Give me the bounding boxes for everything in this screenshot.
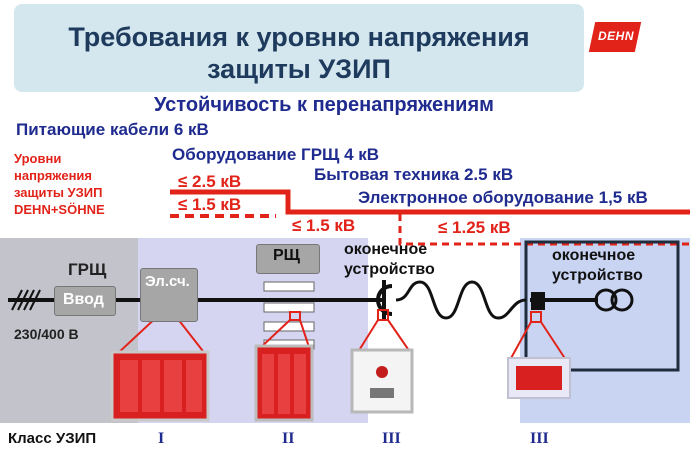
socket-symbol xyxy=(376,284,393,316)
protection-label-line-1: Уровни xyxy=(14,151,62,166)
meter-box: Эл.сч. xyxy=(140,268,198,322)
protection-value-3: ≤ 1.5 кВ xyxy=(292,216,356,235)
terminal-box-outline xyxy=(524,240,680,372)
protection-levels-label: Уровни напряжения защиты УЗИП DEHN+SÖHNE xyxy=(14,150,105,218)
input-hash-marks xyxy=(11,289,41,311)
terminal-device-2-line-1: оконечное xyxy=(552,247,636,264)
rsh-box: РЩ xyxy=(256,244,320,274)
title-line-1: Требования к уровню напряжения xyxy=(68,22,530,52)
supply-voltage-label: 230/400 В xyxy=(14,326,79,342)
rsh-label: РЩ xyxy=(273,247,300,264)
spd-class-1: I xyxy=(158,430,165,447)
level-household: Бытовая техника 2.5 кВ xyxy=(314,165,514,184)
terminal-device-1-line-1: оконечное xyxy=(344,241,428,258)
terminal-device-2-label: оконечное устройство xyxy=(552,246,643,286)
level-switchboard: Оборудование ГРЩ 4 кВ xyxy=(172,145,380,164)
spd-class-3-socket-device xyxy=(350,348,414,414)
dehn-logo: DEHN xyxy=(584,8,648,72)
cable-coil xyxy=(395,280,527,320)
subtitle: Устойчивость к перенапряжениям xyxy=(154,94,494,116)
busbar-2 xyxy=(263,302,315,313)
spd-class-2-device xyxy=(254,344,314,422)
terminal-device-1-line-2: устройство xyxy=(344,261,435,278)
terminal-device-1-label: оконечное устройство xyxy=(344,240,435,280)
terminal-device-2-line-2: устройство xyxy=(552,267,643,284)
protection-label-line-4: DEHN+SÖHNE xyxy=(14,202,105,217)
protection-label-line-3: защиты УЗИП xyxy=(14,185,103,200)
transformer-coil-1 xyxy=(594,288,618,312)
title-banner: Требования к уровню напряжения защиты УЗ… xyxy=(14,4,584,92)
protection-level-dashed-2 xyxy=(398,214,690,246)
grsh-label: ГРЩ xyxy=(68,260,107,279)
protection-value-1: ≤ 2.5 кВ xyxy=(178,172,242,191)
terminal-plug xyxy=(531,292,545,310)
spd-class-label: Класс УЗИП xyxy=(8,430,97,447)
protection-value-4: ≤ 1.25 кВ xyxy=(438,218,511,237)
transformer-coil-2 xyxy=(610,288,634,312)
input-box: Ввод xyxy=(54,286,116,316)
busbar-3 xyxy=(263,321,315,332)
spd-class-2: II xyxy=(282,430,295,447)
protection-label-line-2: напряжения xyxy=(14,168,92,183)
level-feed-cables: Питающие кабели 6 кВ xyxy=(16,120,209,139)
spd-class-3b: III xyxy=(530,430,549,447)
meter-label: Эл.сч. xyxy=(145,273,190,290)
spd-class-3a: III xyxy=(382,430,401,447)
title-line-2: защиты УЗИП xyxy=(207,54,391,84)
dehn-logo-text: DEHN xyxy=(598,29,635,43)
busbar-1 xyxy=(263,281,315,292)
level-electronics: Электронное оборудование 1,5 кВ xyxy=(358,188,648,207)
protection-value-2: ≤ 1.5 кВ xyxy=(178,195,242,214)
protection-level-line xyxy=(170,189,690,215)
spd-class-3-plug-device xyxy=(507,357,571,399)
input-label: Ввод xyxy=(63,291,104,308)
spd-class-1-device xyxy=(110,350,210,422)
